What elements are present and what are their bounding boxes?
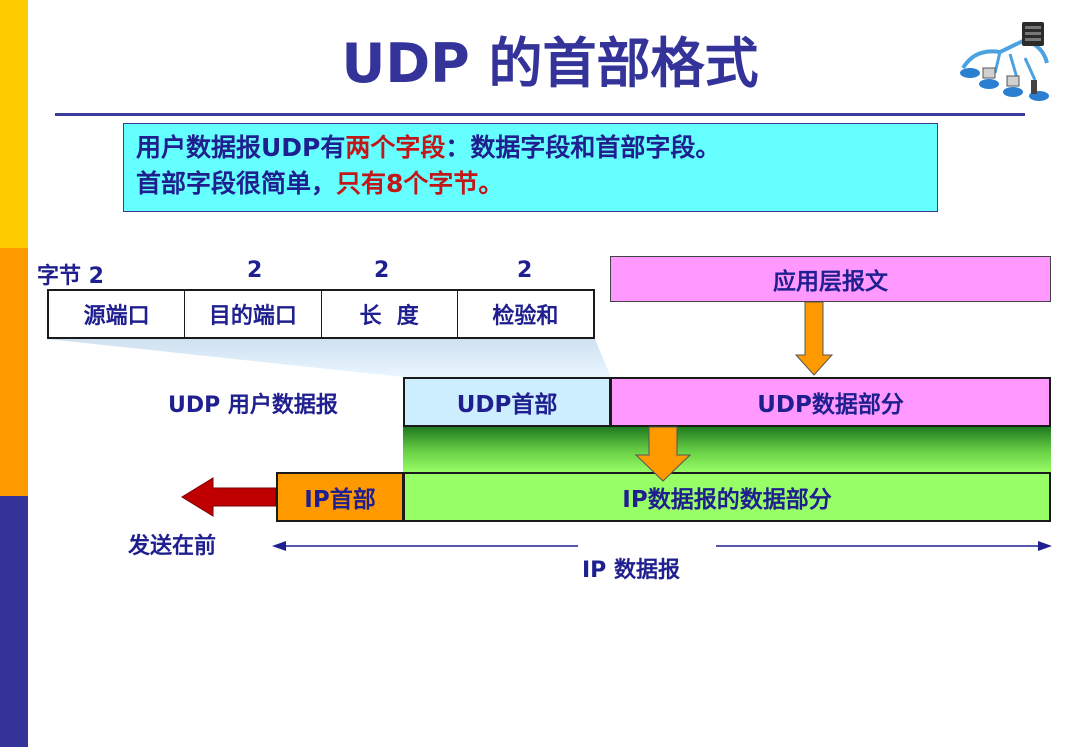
down-arrow-udp-to-ip — [634, 426, 692, 482]
sidebar-blue — [0, 496, 28, 747]
field-length: 长 度 — [320, 291, 457, 337]
byte-size: 2 — [247, 258, 263, 283]
ip-span-arrowhead-left — [272, 541, 286, 551]
info-box: 用户数据报UDP有两个字段：数据字段和首部字段。 首部字段很简单，只有8个字节。 — [123, 123, 938, 212]
ip-header-box: IP首部 — [276, 472, 404, 522]
encapsulation-band — [403, 427, 1051, 473]
send-first-arrow — [181, 477, 277, 517]
info-line-2: 首部字段很简单，只有8个字节。 — [136, 166, 925, 202]
sidebar-orange — [0, 248, 28, 496]
send-first-label: 发送在前 — [128, 534, 217, 559]
app-message-box: 应用层报文 — [610, 256, 1051, 302]
udp-datagram-label: UDP 用户数据报 — [168, 393, 338, 418]
udp-data-box: UDP数据部分 — [610, 377, 1051, 427]
network-topology-icon — [960, 22, 1049, 101]
info-text: 用户数据报UDP有 — [136, 133, 346, 162]
byte-size: 2 — [374, 258, 390, 283]
info-text: ：数据字段和首部字段。 — [445, 133, 721, 162]
udp-header-fields: 源端口 目的端口 长 度 检验和 — [47, 289, 595, 339]
page-title: UDP 的首部格式 — [341, 32, 759, 95]
expansion-trapezoid — [47, 339, 611, 377]
field-source-port: 源端口 — [83, 304, 150, 329]
down-arrow-app-to-udp — [794, 301, 834, 376]
ip-data-box: IP数据报的数据部分 — [403, 472, 1051, 522]
field-checksum: 检验和 — [456, 291, 593, 337]
sidebar-yellow — [0, 0, 28, 248]
udp-header-box: UDP首部 — [403, 377, 611, 427]
info-line-1: 用户数据报UDP有两个字段：数据字段和首部字段。 — [136, 130, 925, 166]
info-text: 首部字段很简单， — [136, 169, 337, 198]
ip-datagram-label: IP 数据报 — [582, 558, 680, 583]
field-dest-port: 目的端口 — [184, 291, 320, 337]
ip-span-arrowhead-right — [1038, 541, 1052, 551]
byte-label: 字节 2 — [37, 264, 104, 289]
title-divider — [55, 113, 1025, 116]
byte-size: 2 — [517, 258, 533, 283]
info-highlight: 两个字段 — [345, 133, 446, 162]
info-highlight: 只有8个字节。 — [336, 169, 504, 198]
